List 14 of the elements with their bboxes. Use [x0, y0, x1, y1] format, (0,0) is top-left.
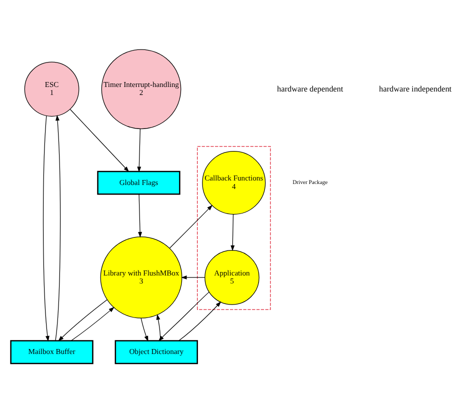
arrow: [138, 193, 142, 238]
arrow: [70, 306, 114, 341]
arrow: [158, 291, 210, 341]
arrow: [55, 114, 61, 340]
arrow: [169, 204, 213, 248]
arrow: [230, 213, 235, 251]
arrow: [181, 274, 206, 279]
arrow: [137, 128, 142, 172]
arrow: [58, 298, 108, 341]
arrow: [42, 115, 50, 342]
cluster: [197, 146, 271, 310]
arrow: [70, 108, 130, 172]
arrow: [140, 317, 148, 342]
arrow: [178, 300, 222, 341]
